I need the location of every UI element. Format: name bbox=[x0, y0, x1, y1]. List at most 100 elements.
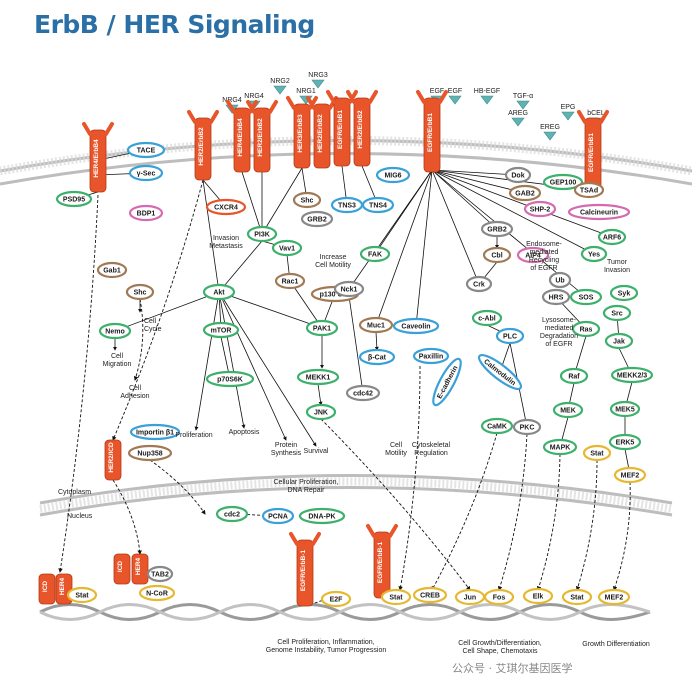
protein-node: Crk bbox=[465, 275, 493, 293]
protein-node-label: Muc1 bbox=[367, 323, 385, 330]
protein-node: PSD95 bbox=[55, 190, 93, 208]
translocation-arrow bbox=[133, 298, 144, 381]
protein-node: SOS bbox=[569, 288, 603, 306]
protein-node: Caveolin bbox=[392, 317, 440, 335]
receptor: HER4/ErbB4 bbox=[82, 122, 114, 193]
ligand-label: TGF-α bbox=[513, 93, 533, 100]
annotation-label: DNA Repair bbox=[288, 487, 326, 494]
protein-node: Nup358 bbox=[127, 444, 173, 462]
protein-node-label: p130 Cas bbox=[320, 292, 351, 299]
translocation-arrow bbox=[497, 433, 528, 591]
protein-node: cdc42 bbox=[345, 384, 381, 402]
receptor: HER2/ErbB2 bbox=[187, 110, 219, 181]
protein-node: Nemo bbox=[98, 322, 132, 340]
protein-node: SHP-2 bbox=[523, 200, 557, 218]
protein-node-label: Stat bbox=[570, 595, 584, 602]
interaction-arrow bbox=[218, 291, 287, 441]
interaction-arrow bbox=[431, 169, 613, 238]
protein-node-label: MEK5 bbox=[615, 407, 635, 414]
protein-node-label: MEKK1 bbox=[306, 375, 331, 382]
protein-node-label: cdc42 bbox=[353, 391, 373, 398]
protein-node: Vav1 bbox=[271, 239, 303, 257]
annotation-label: Cell bbox=[144, 318, 157, 325]
protein-node-label: MEKK2/3 bbox=[617, 373, 647, 380]
protein-node: MEKK1 bbox=[296, 368, 340, 386]
protein-node: PI3K bbox=[246, 225, 278, 243]
protein-node-label: Raf bbox=[568, 374, 580, 381]
receptor-label: HER2/ErbB2 bbox=[198, 127, 205, 166]
protein-node: Syk bbox=[609, 284, 639, 302]
protein-node-label: CXCR4 bbox=[214, 205, 238, 212]
page-title: ErbB / HER Signaling bbox=[34, 10, 315, 39]
protein-node: PCNA bbox=[261, 507, 295, 525]
protein-node: Cbl bbox=[482, 246, 512, 264]
interaction-arrow bbox=[348, 295, 365, 394]
annotation-label: Cell Proliferation, Inflammation, bbox=[277, 639, 374, 646]
protein-node-label: GRB2 bbox=[307, 217, 327, 224]
protein-node: PKC bbox=[512, 418, 542, 436]
protein-node-label: Nemo bbox=[105, 329, 124, 336]
protein-node: MIG6 bbox=[375, 166, 411, 184]
protein-node: Paxillin bbox=[412, 347, 450, 365]
interaction-arrow bbox=[414, 169, 433, 327]
annotation-label: of EGFR bbox=[545, 341, 572, 348]
interaction-arrow bbox=[114, 291, 220, 332]
interaction-arrow bbox=[218, 291, 317, 447]
protein-node-label: Nup358 bbox=[137, 451, 162, 458]
protein-node-label: GEP100 bbox=[550, 180, 577, 187]
protein-node: N-CoR bbox=[138, 584, 176, 602]
annotation-label: Genome Instability, Tumor Progression bbox=[266, 647, 387, 654]
protein-node-label: Rac1 bbox=[282, 279, 299, 286]
ligand-triangle-icon bbox=[511, 117, 525, 127]
protein-node: DNA-PK bbox=[298, 507, 346, 525]
protein-node: Shc bbox=[125, 283, 155, 301]
protein-node: AIP4 bbox=[516, 246, 550, 264]
protein-node-label: E2F bbox=[330, 597, 344, 604]
interaction-arrow bbox=[261, 167, 303, 235]
receptor: HER2/ErbB2 bbox=[346, 90, 378, 167]
protein-node-label: GAB2 bbox=[515, 191, 535, 198]
protein-node-label: Jak bbox=[613, 339, 625, 346]
receptor-label: HER2/ErbB2 bbox=[317, 114, 324, 153]
protein-node: Calcineurin bbox=[567, 203, 631, 221]
annotation-label: Invasion bbox=[213, 235, 239, 242]
receptor: EGFR/ErbB1 bbox=[326, 90, 358, 167]
translocation-arrow bbox=[575, 459, 598, 591]
protein-node: Ras bbox=[571, 320, 601, 338]
protein-node: Stat bbox=[380, 588, 412, 606]
receptor: ICD bbox=[38, 573, 56, 605]
protein-node-label: Stat bbox=[389, 595, 403, 602]
annotation-label: Adhesion bbox=[120, 393, 149, 400]
protein-node-label: Elk bbox=[533, 594, 544, 601]
interaction-arrow bbox=[289, 280, 323, 329]
receptor: EGFR/ErbB-1 bbox=[366, 524, 398, 599]
protein-node: TACE bbox=[126, 141, 166, 159]
ligand-label: bCEL bbox=[587, 110, 605, 117]
ligand-triangle-icon bbox=[448, 95, 462, 105]
interaction-arrow bbox=[241, 171, 263, 235]
protein-node-label: Akt bbox=[213, 290, 225, 297]
protein-node: ARF6 bbox=[597, 228, 627, 246]
annotation-label: Cell Shape, Chemotaxis bbox=[462, 648, 538, 655]
protein-node-label: JNK bbox=[314, 410, 328, 417]
annotation-label: mediated bbox=[545, 325, 574, 332]
protein-node-label: β-Cat bbox=[368, 355, 387, 362]
protein-node: Jak bbox=[604, 332, 634, 350]
receptor-label: EGFR/ErbB1 bbox=[588, 133, 595, 172]
protein-node-label: SOS bbox=[579, 295, 594, 302]
protein-node-label: TNS4 bbox=[369, 203, 387, 210]
annotation-label: Migration bbox=[103, 361, 132, 368]
annotation-label: Lysosome- bbox=[542, 317, 577, 324]
receptor-label: EGFR/ErbB1 bbox=[337, 110, 344, 149]
receptor-label: HER2/ErbB2 bbox=[357, 110, 364, 149]
protein-node: ERK5 bbox=[608, 433, 642, 451]
translocation-arrow bbox=[398, 365, 421, 591]
protein-node-label: PLC bbox=[503, 334, 517, 341]
protein-node-label: Src bbox=[611, 311, 622, 318]
receptor: EGFR/ErbB-1 bbox=[289, 532, 321, 607]
protein-node: Src bbox=[602, 304, 632, 322]
protein-node-label: cdc2 bbox=[224, 512, 240, 519]
protein-node: Nck1 bbox=[333, 280, 365, 298]
